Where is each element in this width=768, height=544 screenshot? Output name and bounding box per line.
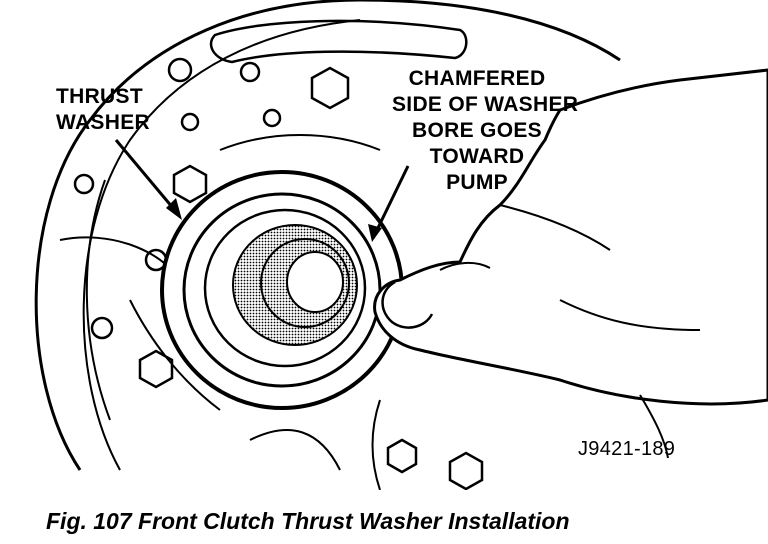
oil-slot — [209, 19, 468, 64]
bolt-heads — [138, 66, 484, 490]
pump-body-inner-ridge — [82, 19, 361, 471]
bolt-holes — [73, 57, 282, 340]
pump-diagram — [34, 0, 768, 490]
chamfer-note-label: CHAMFERED SIDE OF WASHER BORE GOES TOWAR… — [392, 66, 579, 196]
chamfer-label-line1: CHAMFERED — [408, 67, 546, 90]
chamfer-label-line4: TOWARD — [429, 145, 525, 168]
thrust-washer-leader — [114, 139, 180, 215]
chamfer-label-line5: PUMP — [446, 171, 508, 194]
bore-ring — [203, 208, 367, 368]
pump-body-outline — [34, 0, 621, 471]
chamfer-leader — [374, 165, 410, 233]
thrust-washer-label: THRUST WASHER — [56, 84, 150, 136]
figure-caption: Fig. 107 Front Clutch Thrust Washer Inst… — [46, 508, 570, 534]
thrust-label-line2: WASHER — [56, 111, 150, 134]
hand — [373, 68, 768, 406]
chamfer-label-line2: SIDE OF WASHER — [392, 93, 579, 116]
figure-code: J9421-189 — [578, 438, 676, 460]
chamfer-label-line3: BORE GOES — [412, 119, 542, 142]
thrust-label-line1: THRUST — [56, 85, 143, 108]
